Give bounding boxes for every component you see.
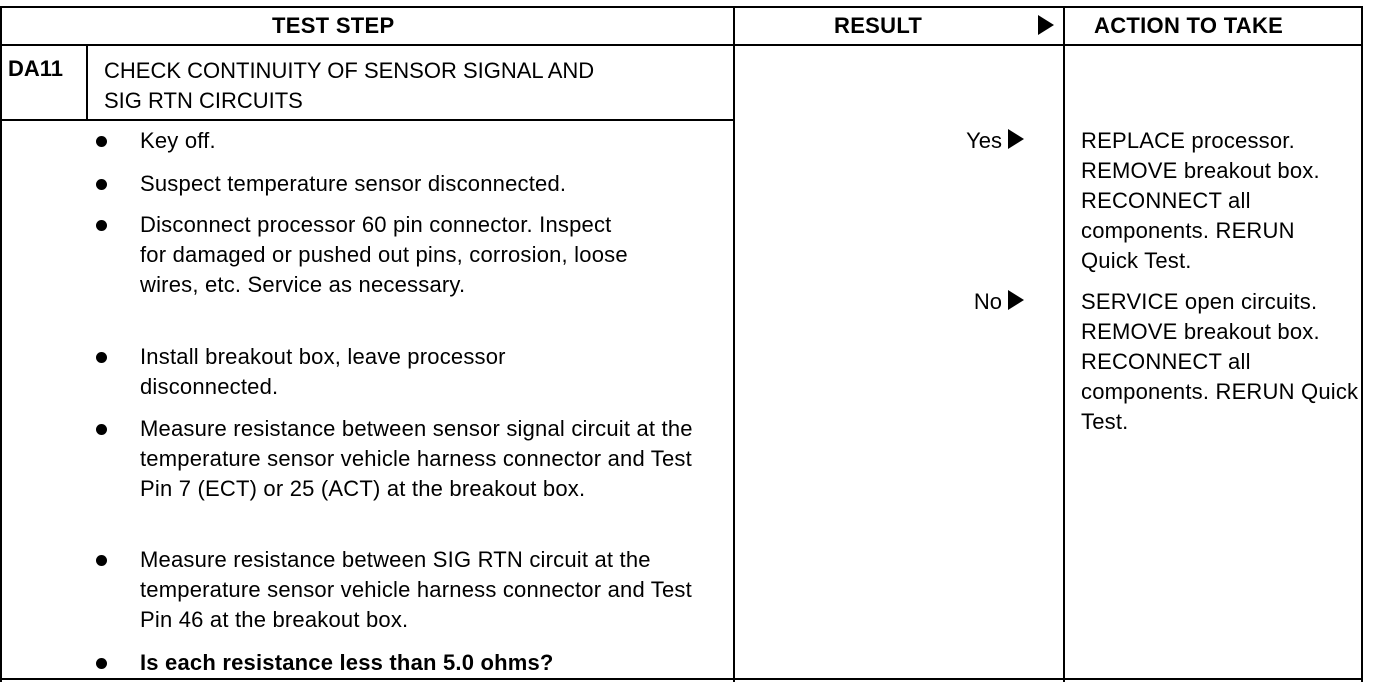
header-arrow-icon (1038, 15, 1054, 35)
bullet-icon (96, 658, 107, 669)
arrow-right-icon (1008, 290, 1024, 310)
result-no: No (974, 287, 1024, 317)
instruction-text: Disconnect processor 60 pin connector. I… (140, 212, 628, 297)
instruction-text: Suspect temperature sensor disconnected. (140, 171, 567, 196)
bullet-icon (96, 555, 107, 566)
result-column-divider (733, 6, 735, 682)
instruction-text: Key off. (140, 128, 216, 153)
result-yes-label: Yes (966, 128, 1002, 153)
bullet-icon (96, 352, 107, 363)
step-title: CHECK CONTINUITY OF SENSOR SIGNAL AND SI… (104, 56, 594, 116)
title-bottom-border (0, 119, 735, 121)
action-column-divider (1063, 6, 1065, 682)
table-left-border (0, 6, 2, 682)
question-text: Is each resistance less than 5.0 ohms? (140, 650, 554, 675)
table-bottom-border (0, 678, 1362, 680)
step-title-line-1: CHECK CONTINUITY OF SENSOR SIGNAL AND (104, 58, 595, 83)
table-top-border (0, 6, 1362, 8)
bullet-icon (96, 179, 107, 190)
bullet-icon (96, 424, 107, 435)
table-right-border (1361, 6, 1363, 682)
action-yes: REPLACE processor. REMOVE breakout box. … (1081, 128, 1320, 273)
bullet-icon (96, 136, 107, 147)
instruction-text: Measure resistance between sensor signal… (140, 416, 693, 501)
result-no-label: No (973, 289, 1002, 314)
instruction-text: Install breakout box, leave processor di… (140, 344, 506, 399)
header-action-to-take: ACTION TO TAKE (1094, 13, 1284, 38)
instruction-text: Measure resistance between SIG RTN circu… (140, 547, 692, 632)
step-title-line-2: SIG RTN CIRCUITS (104, 88, 303, 113)
header-test-step: TEST STEP (272, 13, 395, 38)
code-cell-divider (86, 46, 88, 120)
bullet-icon (96, 220, 107, 231)
action-no: SERVICE open circuits. REMOVE breakout b… (1081, 289, 1359, 434)
result-yes: Yes (966, 126, 1024, 156)
header-bottom-border (0, 44, 1362, 46)
header-result: RESULT (834, 13, 923, 38)
step-code: DA11 (8, 56, 64, 81)
arrow-right-icon (1008, 129, 1024, 149)
